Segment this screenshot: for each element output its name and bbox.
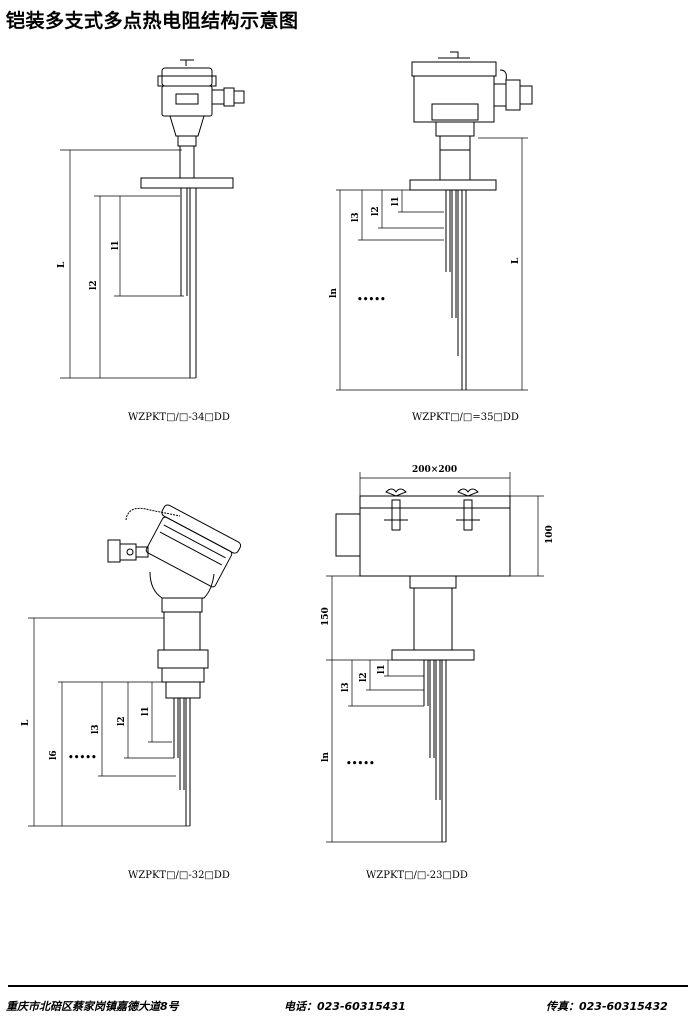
fig3-dim-l2: l2 [117,716,127,726]
fig3-dim-l3: l3 [91,724,101,734]
figure-4-drawing [326,472,544,843]
fig4-dim-l3: l3 [341,682,351,692]
fig1-dim-L: L [57,261,67,268]
fig1-dim-l2: l2 [89,280,99,290]
footer-fax: 传真：023-60315432 [546,1000,668,1013]
page-title: 铠装多支式多点热电阻结构示意图 [6,10,299,32]
fig4-dim-150: 150 [321,607,331,626]
figure-1-caption: WZPKT□/□-34□DD [128,412,230,423]
figure-1-drawing [60,59,245,379]
fig2-dim-l2: l2 [371,206,381,216]
fig1-dim-l1: l1 [111,240,121,250]
fig3-ellipsis: ••••• [68,753,97,763]
fig3-dim-L: L [21,719,31,726]
fig2-dim-l1: l1 [391,196,401,206]
footer-phone: 电话：023-60315431 [284,1000,406,1013]
figure-3-drawing [28,504,242,827]
figure-2-caption: WZPKT□/□=35□DD [412,412,519,423]
fig3-dim-l1: l1 [141,706,151,716]
fig2-dim-L: L [511,257,521,264]
footer-address: 重庆市北碚区蔡家岗镇嘉德大道8号 [6,1000,179,1013]
footer-divider [8,985,688,987]
fig2-dim-l3: l3 [351,212,361,222]
fig4-dim-l1: l1 [377,664,387,674]
fig4-ellipsis: ••••• [346,759,375,769]
fig4-dim-100: 100 [545,525,555,544]
figure-3-caption: WZPKT□/□-32□DD [128,870,230,881]
fig2-dim-ln: ln [329,288,339,298]
figure-4-caption: WZPKT□/□-23□DD [366,870,468,881]
fig4-dim-ln: ln [321,752,331,762]
fig3-dim-l6: l6 [49,750,59,760]
fig4-dim-l2: l2 [359,672,369,682]
fig2-ellipsis: ••••• [357,295,386,305]
fig4-dim-box: 200×200 [412,465,457,475]
figure-2-drawing [336,51,533,391]
